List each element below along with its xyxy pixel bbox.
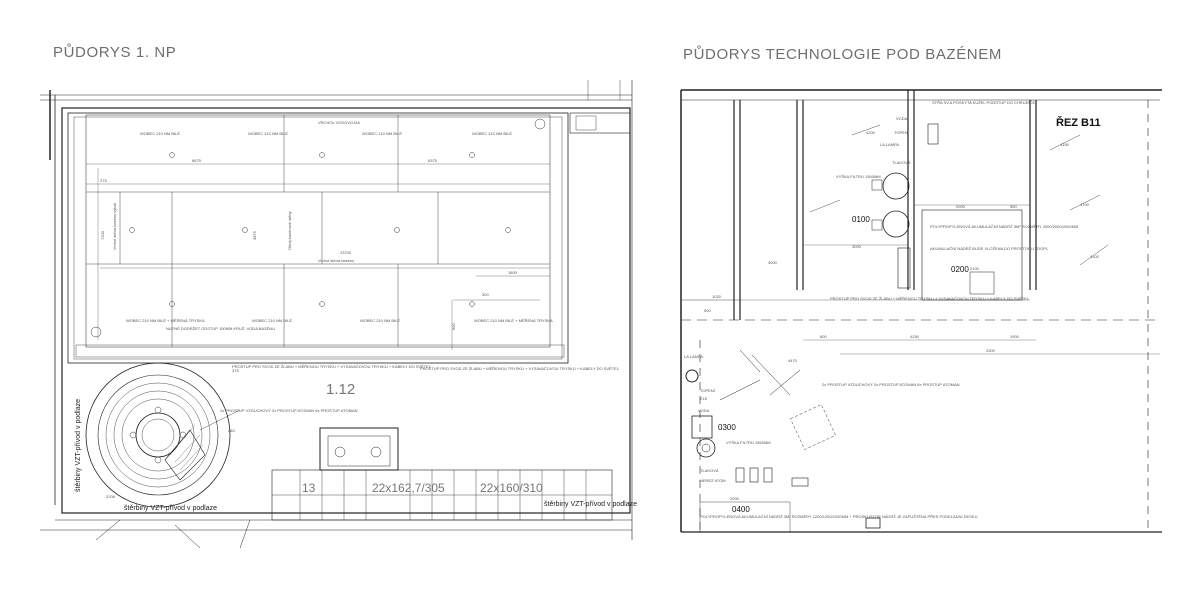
room-number: 1.12 <box>326 381 355 398</box>
dimension-6375: 6375 <box>428 158 438 163</box>
dimension-800: 800 <box>820 334 827 339</box>
pool-side-label: Vrchol stěna bazénu výtah <box>112 203 117 250</box>
tank-note: STŘA SV.A POSKYTA KUŽEL PODSTUP DO CHRUD… <box>932 100 1035 105</box>
dimension-2000: 2000 <box>956 204 966 209</box>
valve-voda: VODA <box>896 116 908 121</box>
valve-topeni: TOPENÍ <box>894 130 910 135</box>
code-0300: 0300 <box>718 423 736 432</box>
dimension-275: 275 <box>100 178 107 183</box>
dimension-600: 600 <box>451 323 456 330</box>
dimension-3000: 3000 <box>852 244 862 249</box>
pool-top-label: Vrchol stěna bazénu <box>318 258 354 263</box>
pool-lights <box>90 118 546 464</box>
dimension-4700: 4700 <box>1080 202 1090 207</box>
dimension-3000b: 3000 <box>768 260 778 265</box>
ceiling-label: VRCHOL VOSOVOJ0A <box>318 120 360 125</box>
spot-label: WOBEC 210 NM BILÉ <box>360 318 400 323</box>
valve-lampa: LA LAMPA <box>880 142 899 147</box>
bottom-note: POLYPROPYLENOVÁ AKUMULAČNÍ NÁDRŽ 3M³ ROZ… <box>700 514 978 519</box>
code-0400: 0400 <box>732 505 750 514</box>
ground-floor-text: VRCHOL VOSOVOJ0A WOBEC 210 NM BILÉ WOBEC… <box>75 120 637 512</box>
prostup-note-1: PROSTUP PRO SVOD ZE ŽLABU + MĚŘENOU TRYS… <box>830 296 1030 301</box>
code-0100: 0100 <box>852 215 870 224</box>
valve-ele: ELE <box>700 396 708 401</box>
spot-label: WOBEC 210 NM BILÉ <box>362 131 402 136</box>
dimension-13700: 13700 <box>340 250 352 255</box>
section-label: ŘEZ B11 <box>1056 116 1101 129</box>
dimension-4200: 4200 <box>866 130 876 135</box>
dimension-4470: 4470 <box>788 358 798 363</box>
prostup-note-2: 2x PROSTUP VZDUCHOVÝ 2x PROSTUP ATOMAN 6… <box>822 382 960 387</box>
note-lower: NUTNÉ DODRŽET ODSTUP 100MM KRUŽ. VODA BA… <box>166 326 275 331</box>
valve-nerez: NEREZ ATOM <box>700 478 726 483</box>
spot-label: WOBEC 210 NM BILÉ + MĚŘENÁ TRYSKA <box>474 318 553 323</box>
valve-tlakova: TLAKOVÁ <box>892 160 911 165</box>
pump-note: POLYPROPYLENOVÁ AKUMULAČNÍ NÁDRŽ 3M³ ROZ… <box>930 224 1078 229</box>
note-whirl: 2x PROSTUP VZDUCHOVÝ 2x PROSTUP ATOMAN 6… <box>220 408 358 413</box>
dimension-2000b: 2000 <box>730 496 740 501</box>
dimension-1800: 1800 <box>508 270 518 275</box>
spot-label: WOBEC 210 NM BILÉ <box>252 318 292 323</box>
valve-voda-2: VODA <box>698 408 710 413</box>
pump-note-2: AKUMULAČNÍ NÁDRŽ BUDE VLOŽENA DO PROSTOR… <box>930 246 1049 251</box>
dimension-2208: 2208 <box>106 494 116 499</box>
note-center: PROSTUP PRO SVOD ZE ŽLABU + MĚŘENOU TRYS… <box>232 364 432 369</box>
technology-text: ŘEZ B11 0100 0200 0300 0400 STŘA SV.A PO… <box>684 100 1101 519</box>
plan-title-technology: PŮDORYS TECHNOLOGIE POD BAZÉNEM <box>683 46 1002 63</box>
valve-tlakova-2: TLAKOVÁ <box>700 468 719 473</box>
valve-lampa-2: LA LAMPA <box>684 354 703 359</box>
stair-label-b: 22x162,7/305 <box>372 481 445 495</box>
technology-walls <box>680 89 1162 533</box>
valve-topeni-2: TOPENÍ <box>700 388 716 393</box>
stair-label-c: 22x160/310 <box>480 481 543 495</box>
spot-label: WOBEC 210 NM BILÉ <box>140 131 180 136</box>
dimension-300: 300 <box>482 292 489 297</box>
dimension-7200: 7200 <box>100 230 105 240</box>
dimension-6675: 6675 <box>192 158 202 163</box>
dimension-2500: 2500 <box>986 348 996 353</box>
vzt-bottom-label: štěrbiny VZT-přívod v podlaze <box>124 505 217 512</box>
dimension-3875: 3875 <box>252 230 257 240</box>
vzt-vertical-label: štěrbiny VZT-přívod v podlaze <box>75 399 82 492</box>
vzt-right-label: štěrbiny VZT-přívod v podlaze <box>544 501 637 508</box>
spot-label: WOBEC 210 NM BILÉ <box>248 131 288 136</box>
dimension-283: 283 <box>228 428 235 433</box>
dimension-1900: 1900 <box>1010 334 1020 339</box>
note-right: PROSTUP PRO SVOD ZE ŽLABU + MĚŘENOU TRYS… <box>420 366 620 371</box>
stair-label-a: 13 <box>302 481 316 495</box>
dimension-550: 550 <box>1010 204 1017 209</box>
dimension-4150: 4150 <box>1060 142 1070 147</box>
dimension-4100: 4100 <box>1090 254 1100 259</box>
dimension-4250: 4250 <box>910 334 920 339</box>
code-0200: 0200 <box>951 265 969 274</box>
pool-wall-label: Okraj bazénové stěny <box>287 211 292 250</box>
dimension-375: 375 <box>232 368 239 373</box>
spot-label: WOBEC 210 NM BILÉ <box>472 131 512 136</box>
dimension-500: 500 <box>704 308 711 313</box>
spot-label: WOBEC 210 NM BILÉ + MĚŘENÁ TRYSKA <box>126 318 205 323</box>
dimension-2100: 2100 <box>970 266 980 271</box>
filter-note: VÝŠKA FILTRU 1560MM <box>836 174 881 179</box>
plan-title-ground-floor: PŮDORYS 1. NP <box>53 44 177 61</box>
dimension-1020: 1020 <box>712 294 722 299</box>
side-note: VÝŠKA FILTRU 1560MM <box>726 440 771 445</box>
